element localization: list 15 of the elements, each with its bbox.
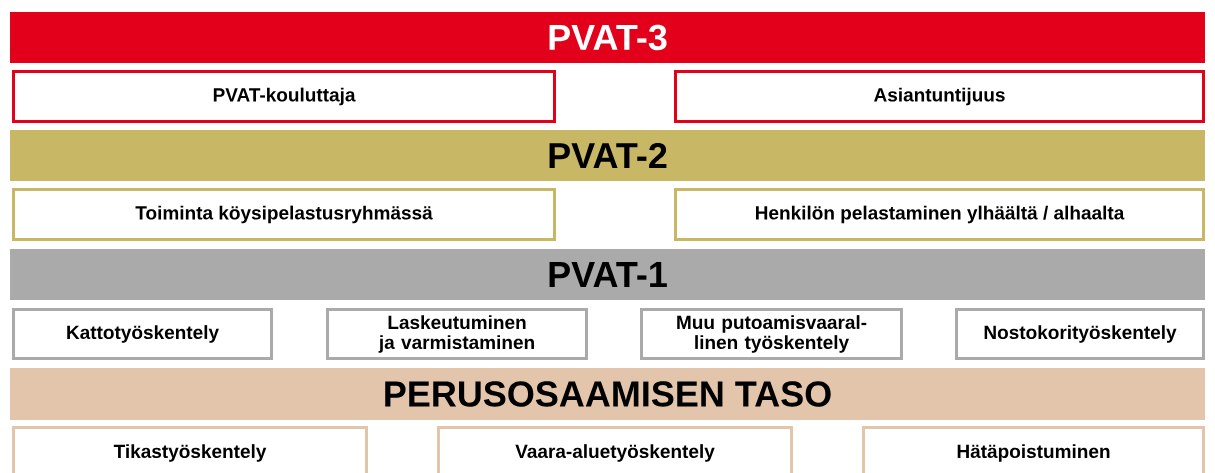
level-banner: PVAT-2 (10, 130, 1205, 181)
level-banner: PVAT-3 (10, 12, 1205, 63)
level-banner: PVAT-1 (10, 249, 1205, 300)
skill-box: Asiantuntijuus (674, 70, 1205, 123)
skill-box: Muu putoamisvaaral-linen työskentely (640, 308, 903, 360)
level-banner: PERUSOSAAMISEN TASO (10, 368, 1205, 420)
skill-box: Tikastyöskentely (12, 426, 368, 473)
skill-box: Laskeutuminen ja varmistaminen (326, 308, 588, 360)
skill-box: Hätäpoistuminen (862, 426, 1205, 473)
skill-box: Henkilön pelastaminen ylhäältä / alhaalta (674, 188, 1205, 241)
skill-box: Vaara-aluetyöskentely (437, 426, 793, 473)
skill-box: PVAT-kouluttaja (12, 70, 556, 123)
skill-box: Kattotyöskentely (12, 308, 273, 360)
skill-box: Nostokorityöskentely (955, 308, 1205, 360)
skill-box: Toiminta köysipelastusryhmässä (12, 188, 556, 241)
